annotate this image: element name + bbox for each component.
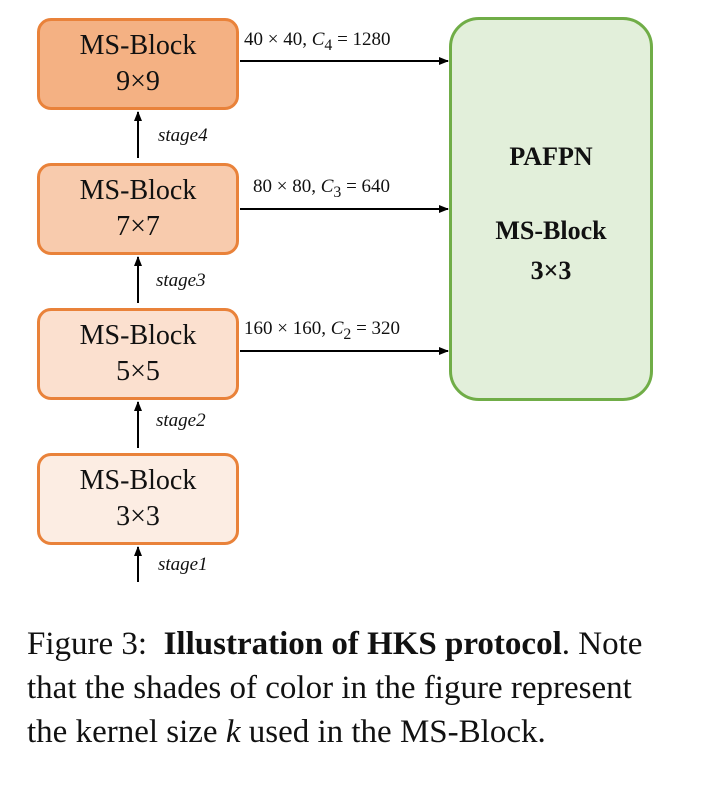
ms-block-3x3-name: MS-Block xyxy=(79,464,197,496)
ms-block-5x5-kernel: 5×5 xyxy=(116,356,160,387)
ms-block-3x3: MS-Block 3×3 xyxy=(37,453,239,545)
caption-text-after: used in the MS-Block. xyxy=(240,714,546,750)
channel-subscript: 2 xyxy=(343,325,352,343)
output-size: 40 × 40, xyxy=(244,29,312,50)
channel-subscript: 3 xyxy=(333,183,342,201)
output-label-stage4: 40 × 40, C4 = 1280 xyxy=(244,29,391,55)
pafpn-block-name: MS-Block xyxy=(495,216,607,245)
channel-value: = 1280 xyxy=(332,29,391,50)
figure-caption: Figure 3: Illustration of HKS protocol. … xyxy=(27,622,677,754)
output-label-stage2: 160 × 160, C2 = 320 xyxy=(244,318,400,344)
ms-block-9x9-kernel: 9×9 xyxy=(116,66,160,97)
stage1-label: stage1 xyxy=(158,554,208,575)
channel-symbol: C xyxy=(330,318,344,339)
caption-title: Illustration of HKS protocol xyxy=(163,626,562,662)
ms-block-5x5-name: MS-Block xyxy=(79,319,197,351)
stage2-label: stage2 xyxy=(156,410,206,431)
channel-value: = 640 xyxy=(341,176,391,197)
output-label-stage3: 80 × 80, C3 = 640 xyxy=(253,176,390,202)
pafpn-title: PAFPN xyxy=(509,142,593,171)
ms-block-3x3-kernel: 3×3 xyxy=(116,501,160,532)
pafpn-kernel: 3×3 xyxy=(530,256,572,285)
stage4-label: stage4 xyxy=(158,125,208,146)
channel-symbol: C xyxy=(311,29,325,50)
ms-block-7x7-kernel: 7×7 xyxy=(116,211,160,242)
ms-block-5x5: MS-Block 5×5 xyxy=(37,308,239,400)
caption-k: k xyxy=(225,714,241,750)
channel-symbol: C xyxy=(320,176,334,197)
caption-text-before: Note that the shades of color in the fig… xyxy=(27,626,643,750)
channel-value: = 320 xyxy=(351,318,401,339)
pafpn-block: PAFPN MS-Block 3×3 xyxy=(449,17,653,401)
ms-block-7x7: MS-Block 7×7 xyxy=(37,163,239,255)
output-size: 80 × 80, xyxy=(253,176,321,197)
ms-block-7x7-name: MS-Block xyxy=(79,174,197,206)
ms-block-9x9: MS-Block 9×9 xyxy=(37,18,239,110)
caption-period: . xyxy=(561,626,570,662)
stage3-label: stage3 xyxy=(156,270,206,291)
caption-label: Figure 3: xyxy=(27,626,148,662)
ms-block-9x9-name: MS-Block xyxy=(79,29,197,61)
channel-subscript: 4 xyxy=(324,36,333,54)
output-size: 160 × 160, xyxy=(244,318,331,339)
